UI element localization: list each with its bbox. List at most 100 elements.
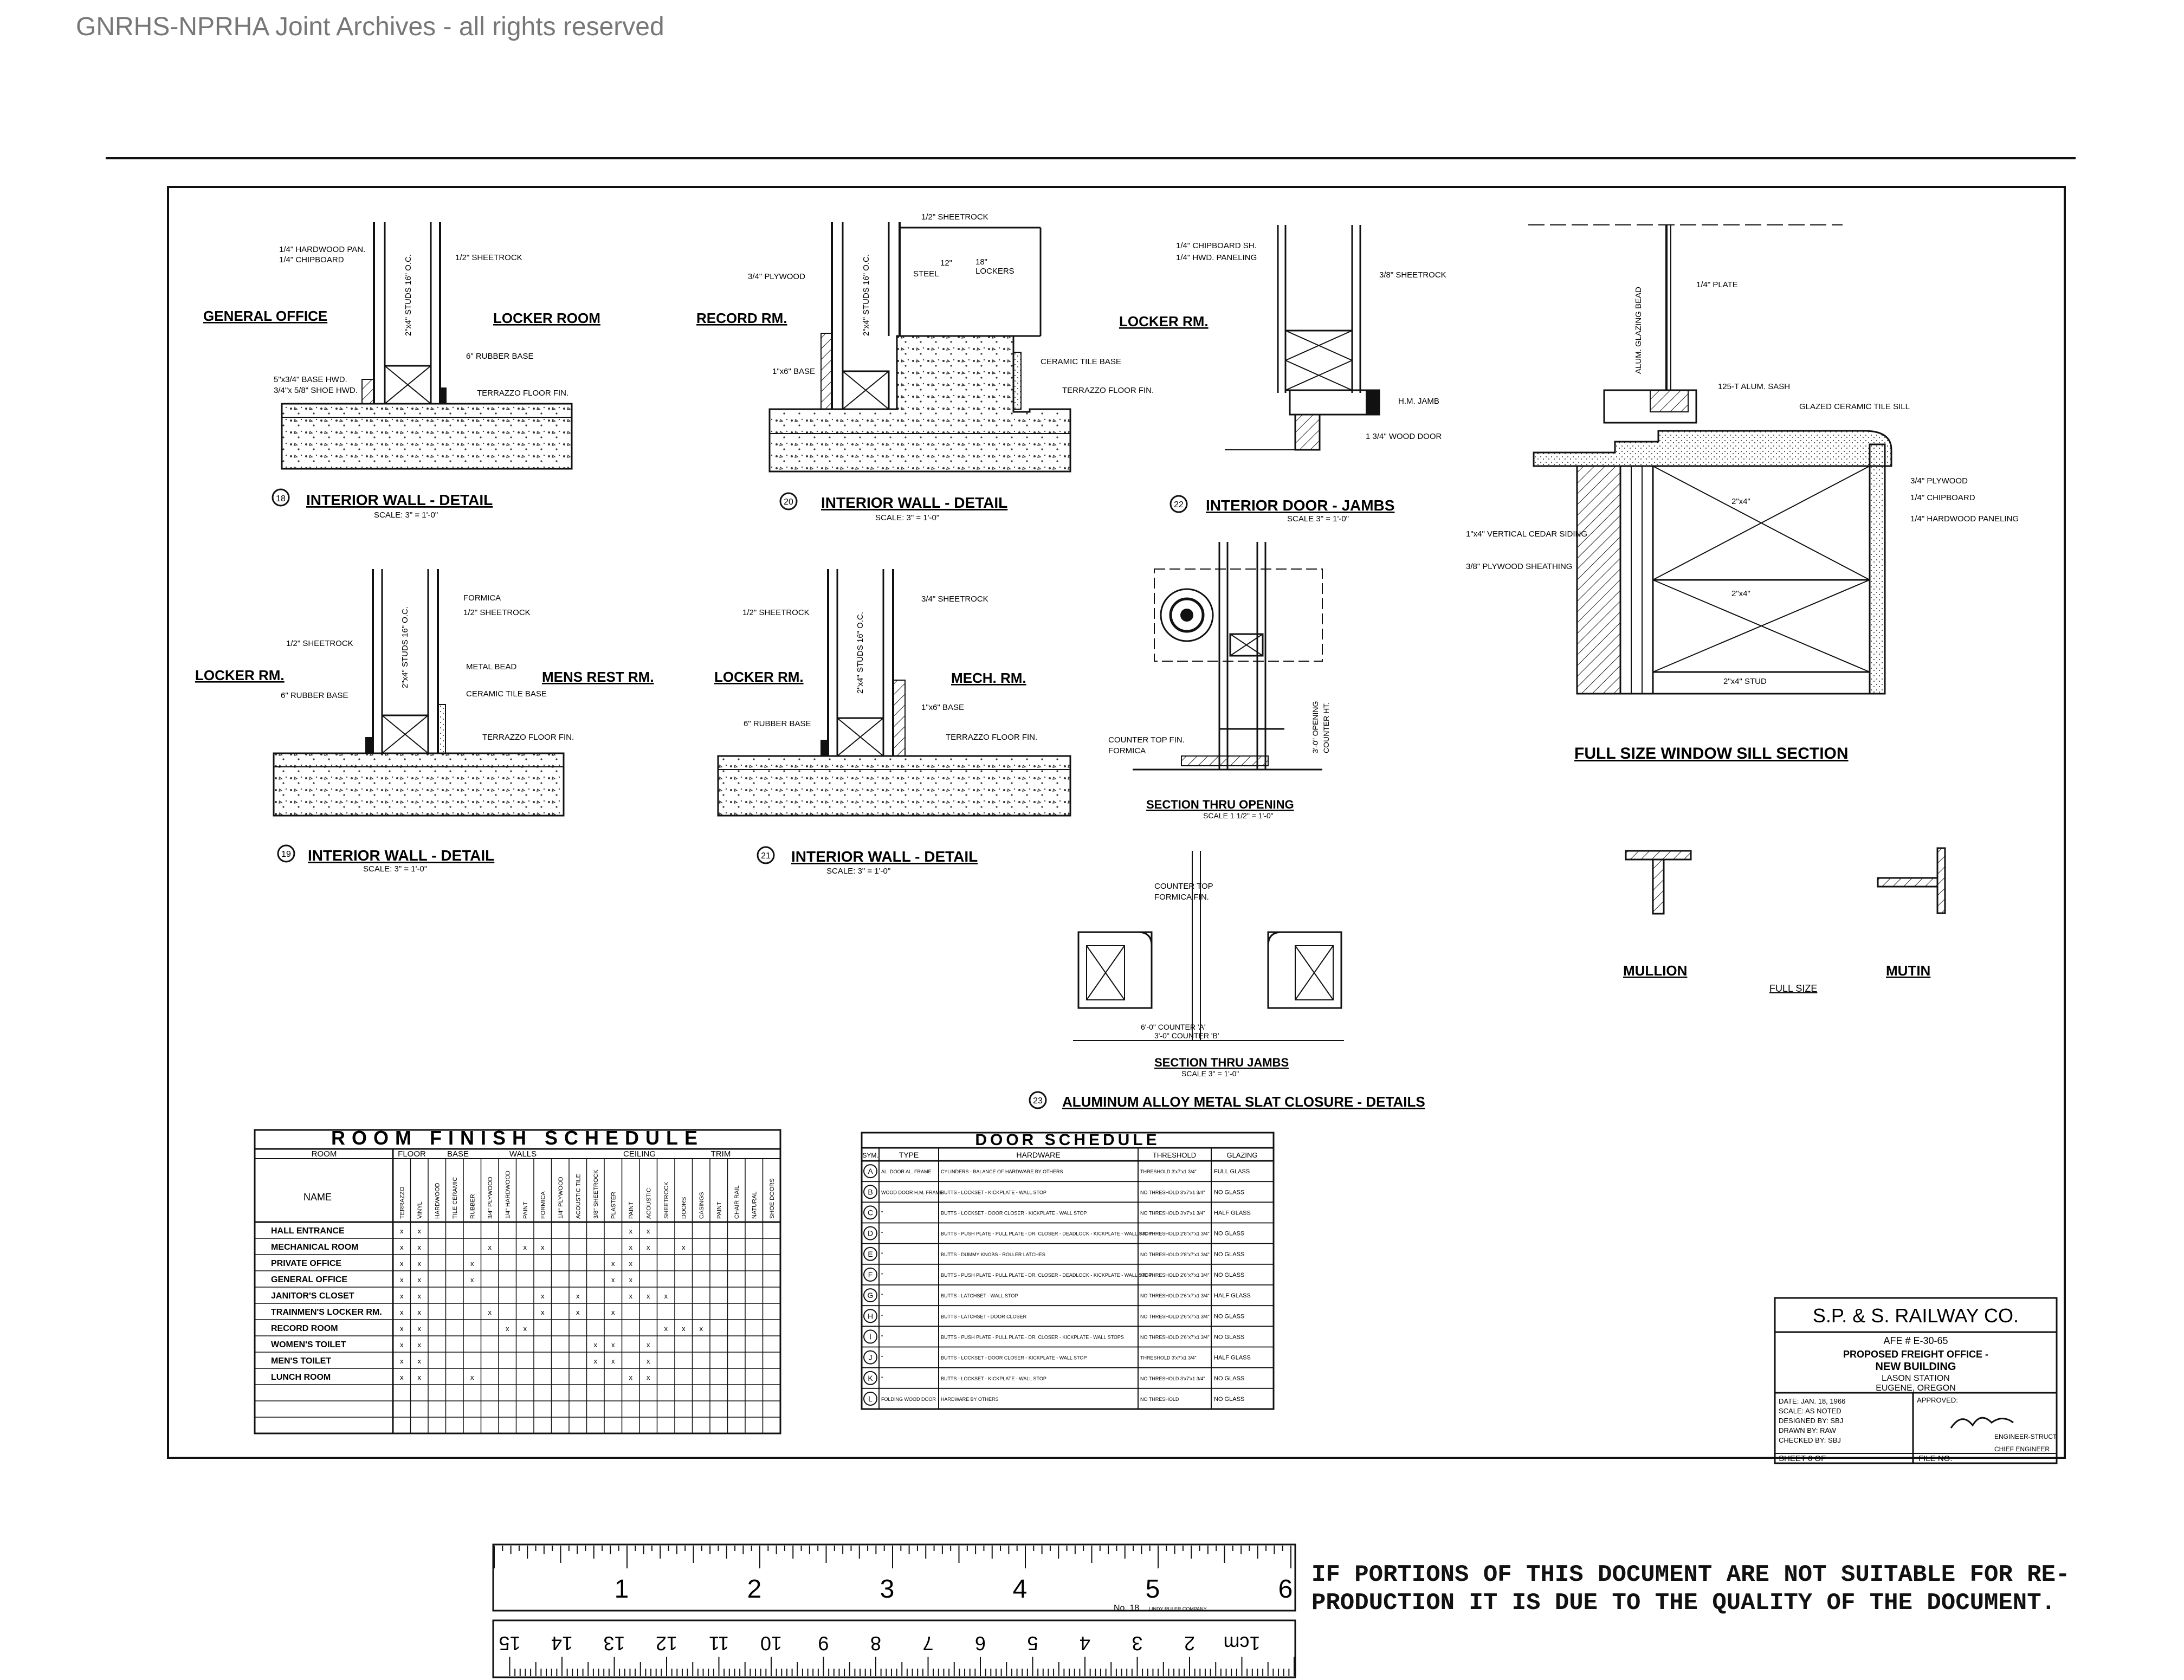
window-note: 1/4" PLATE [1696,280,1738,289]
title-engineer-struct: ENGINEER-STRUCT. [1994,1433,2058,1440]
detail-21-scale: SCALE: 3" = 1'-0" [826,867,890,876]
rfs-room-name: MEN'S TOILET [271,1356,331,1366]
rfs-mark: x [488,1308,492,1316]
ds-symbol-circle [863,1350,877,1365]
detail-23-marker [1029,1091,1047,1109]
rfs-mark: x [470,1259,474,1268]
ds-type: " [881,1334,883,1340]
detail-18-note: 1/4" HARDWOOD PAN. [279,245,365,254]
rfs-column-header: PAINT [716,1201,722,1219]
rfs-room-name: RECORD ROOM [271,1324,338,1333]
ds-hardware: BUTTS - LATCHSET - WALL STOP [941,1293,1018,1298]
detail-20-note: TERRAZZO FLOOR FIN. [1062,386,1154,395]
section-jambs-title: SECTION THRU JAMBS [1154,1056,1289,1069]
detail-21-note: 2"x4" STUDS 16" O.C. [856,612,865,694]
ds-symbol: B [868,1187,873,1196]
opening-note: COUNTER TOP FIN. [1108,735,1185,745]
detail-20-note: CERAMIC TILE BASE [1041,357,1121,366]
detail-19-note: FORMICA [463,593,501,603]
detail-20-note: 12" [940,259,952,268]
title-line3: LASON STATION [1882,1374,1950,1383]
rfs-mark: x [629,1373,633,1381]
rfs-mark: x [629,1276,633,1284]
rfs-column-header: ACOUSTIC TILE [575,1174,581,1219]
rfs-room-name: PRIVATE OFFICE [271,1259,341,1268]
ds-hardware: BUTTS - PUSH PLATE - PULL PLATE - DR. CL… [941,1231,1152,1237]
reproduction-notice: IF PORTIONS OF THIS DOCUMENT ARE NOT SUI… [1311,1561,2076,1617]
rfs-mark: x [400,1276,404,1284]
jambs-note: COUNTER TOP [1154,882,1213,891]
rfs-mark: x [682,1324,686,1333]
detail-18-number: 18 [276,494,286,503]
ds-type: " [881,1355,883,1361]
detail-18-note: 1/4" CHIPBOARD [279,255,344,264]
detail-20-note: 3/4" PLYWOOD [748,272,805,281]
ds-threshold: NO THRESHOLD 3'x7'x1 3/4" [1140,1376,1205,1381]
rfs-mark: x [611,1259,615,1268]
ds-symbol: F [868,1270,873,1279]
room-finish-title: ROOM FINISH SCHEDULE [331,1127,704,1149]
detail-19-room-right: MENS REST RM. [542,669,654,685]
ds-type: " [881,1272,883,1278]
ruler-cm-number: 6 [975,1632,986,1655]
rfs-mark: x [470,1276,474,1284]
detail-20-marker [779,492,798,511]
ds-hardware: BUTTS - DUMMY KNOBS - ROLLER LATCHES [941,1252,1045,1257]
reproduction-notice-line1: IF PORTIONS OF THIS DOCUMENT ARE NOT SUI… [1311,1561,2070,1588]
rfs-mark: x [611,1341,615,1349]
window-note: 3/4" PLYWOOD [1910,476,1968,486]
title-company: S.P. & S. RAILWAY CO. [1813,1304,2019,1327]
ds-glazing: NO GLASS [1214,1375,1244,1382]
detail-22-note: 1/4" CHIPBOARD SH. [1176,241,1257,250]
detail-21-title: INTERIOR WALL - DETAIL [791,848,978,865]
rfs-mark: x [541,1308,545,1316]
rfs-column-header: PAINT [628,1201,635,1219]
ruler-inch-number: 6 [1278,1575,1293,1604]
ds-symbol-circle [863,1205,877,1220]
detail-23-title: ALUMINUM ALLOY METAL SLAT CLOSURE - DETA… [1062,1094,1425,1110]
title-line4: EUGENE, OREGON [1876,1384,1956,1393]
detail-20-drawing [768,222,1071,473]
section-thru-jambs-drawing [1073,851,1344,1041]
ruler-cm-number: 9 [818,1632,829,1655]
rfs-room-name: GENERAL OFFICE [271,1275,347,1284]
sheet-border [167,186,2066,1459]
ds-symbol-circle [863,1164,877,1179]
detail-21-note: 1/2" SHEETROCK [742,608,810,617]
rfs-mark: x [418,1324,422,1333]
ds-type: FOLDING WOOD DOOR [881,1397,936,1402]
ds-symbol-circle [863,1246,877,1261]
ruler-inch-number: 4 [1013,1575,1028,1604]
rfs-column-header: DOORS [681,1197,687,1219]
rfs-column-header: TERRAZZO [399,1186,405,1219]
detail-19-note: TERRAZZO FLOOR FIN. [482,733,574,742]
rfs-column-header: SHEETROCK [663,1181,670,1219]
detail-18-room-right: LOCKER ROOM [493,310,600,326]
ruler-cm-number: 1cm [1223,1632,1260,1655]
detail-18-note: 6" RUBBER BASE [466,352,534,361]
ds-glazing: FULL GLASS [1214,1168,1250,1175]
ds-hardware: BUTTS - PUSH PLATE - PULL PLATE - DR. CL… [941,1334,1124,1340]
detail-22-marker [1169,495,1188,513]
detail-20-note: 2"x4" STUDS 16" O.C. [862,254,871,336]
rfs-column-header: SHOE DOORS [769,1178,776,1219]
ds-symbol-circle [863,1267,877,1282]
detail-18-title: INTERIOR WALL - DETAIL [306,492,493,508]
ds-threshold: NO THRESHOLD 2'6"x7'x1 3/4" [1140,1334,1210,1340]
ds-type: " [881,1252,883,1257]
window-title: FULL SIZE WINDOW SILL SECTION [1574,745,1849,763]
detail-19-drawing [273,569,565,817]
rfs-mark: x [647,1243,650,1251]
ds-threshold: NO THRESHOLD 2'8"x7'x1 3/4" [1140,1252,1210,1257]
rfs-group-room: ROOM [312,1149,337,1159]
rfs-column-header: CHAIR RAIL [734,1185,740,1219]
ds-threshold: NO THRESHOLD 2'6"x7'x1 3/4" [1140,1272,1210,1278]
mullion-drawing [1625,847,1946,915]
ds-symbol: L [868,1394,873,1403]
rfs-column-header: 3/4" PLYWOOD [487,1177,494,1219]
ds-type: WOOD DOOR H.M. FRAME [881,1190,943,1195]
rfs-mark: x [664,1292,668,1300]
ds-symbol: E [868,1250,873,1258]
rfs-column-header: VINYL [417,1201,423,1219]
title-line2: NEW BUILDING [1876,1361,1956,1373]
